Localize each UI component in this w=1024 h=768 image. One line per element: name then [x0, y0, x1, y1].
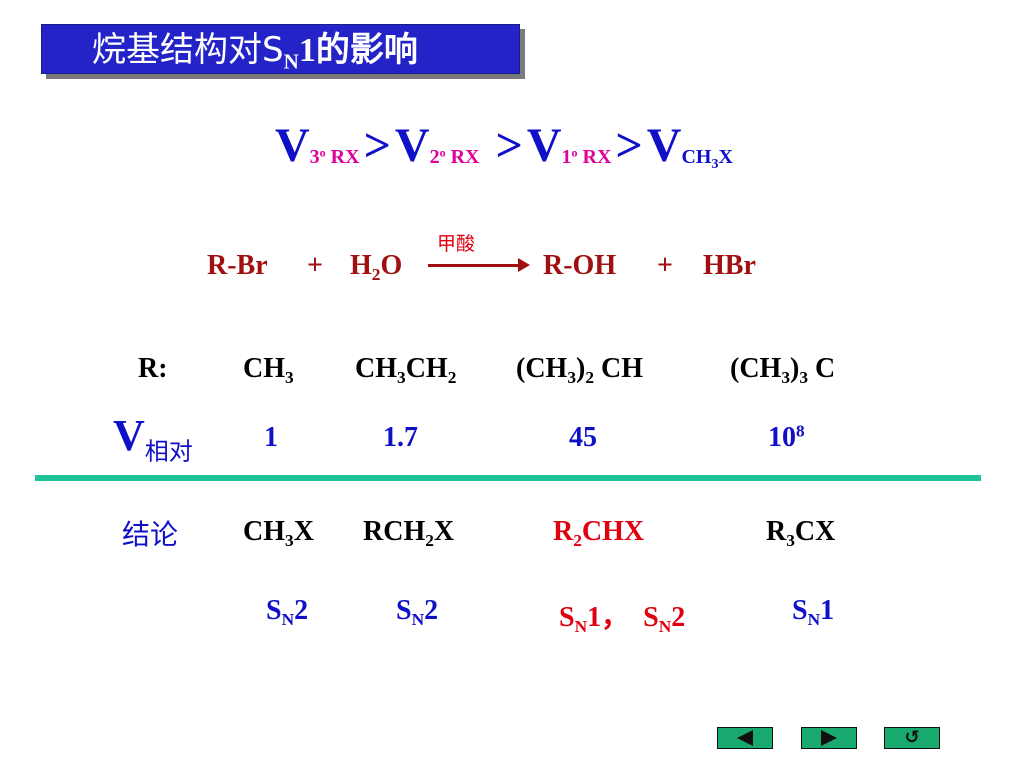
primary-subscript: 1o RX	[561, 145, 612, 168]
rate-value-methyl: 1	[264, 422, 278, 453]
conclusion-tertiary-halide: R3CX	[766, 516, 836, 551]
catalyst-label: 甲酸	[437, 233, 476, 255]
triangle-left-icon	[737, 730, 753, 746]
triangle-right-icon	[821, 730, 837, 746]
plus-2: +	[657, 250, 673, 281]
title-sub: N	[283, 49, 299, 74]
section-divider	[35, 475, 981, 481]
title-text-1: 烷基结构对S	[92, 30, 284, 70]
conclusion-label: 结论	[122, 518, 179, 551]
mechanism-secondary: SN1，SN2	[559, 602, 686, 637]
return-arrow-icon: ↺	[904, 727, 920, 748]
reactant-water: H2O	[350, 250, 403, 285]
secondary-subscript: 2o RX	[429, 145, 480, 168]
methyl-subscript: CH3X	[681, 146, 733, 172]
return-button[interactable]: ↺	[884, 727, 940, 749]
rate-value-isopropyl: 45	[569, 422, 597, 453]
reactant-rbr: R-Br	[207, 250, 268, 281]
conclusion-methyl-halide: CH3X	[243, 516, 314, 551]
product-roh: R-OH	[543, 250, 617, 281]
relative-rate-label: V相对	[113, 411, 193, 466]
mechanism-tertiary: SN1	[792, 595, 835, 630]
conclusion-primary-halide: RCH2X	[363, 516, 455, 551]
tertiary-subscript: 3o RX	[309, 145, 360, 168]
reaction-arrow-head	[518, 258, 530, 272]
plus-1: +	[307, 250, 323, 281]
conclusion-secondary-halide: R2CHX	[553, 516, 645, 551]
next-slide-button[interactable]	[801, 727, 857, 749]
r-label: R:	[138, 353, 168, 384]
group-methyl: CH3	[243, 353, 294, 388]
rate-order-line: V3o RX>V2o RX >V1o RX>VCH3X	[275, 119, 733, 172]
title-text-2: 1的影响	[298, 32, 418, 69]
group-ethyl: CH3CH2	[355, 353, 457, 388]
rate-value-tertbutyl: 108	[768, 421, 805, 453]
v-symbol: V	[275, 119, 310, 172]
mechanism-primary: SN2	[396, 595, 439, 630]
mechanism-methyl: SN2	[266, 595, 309, 630]
slide-title: 烷基结构对SN1的影响	[41, 24, 520, 74]
group-tertbutyl: (CH3)3 C	[730, 353, 836, 388]
greater-than: >	[363, 119, 391, 172]
product-hbr: HBr	[703, 250, 756, 281]
reaction-arrow	[428, 264, 520, 267]
prev-slide-button[interactable]	[717, 727, 773, 749]
group-isopropyl: (CH3)2 CH	[516, 353, 644, 388]
rate-value-ethyl: 1.7	[383, 422, 418, 453]
